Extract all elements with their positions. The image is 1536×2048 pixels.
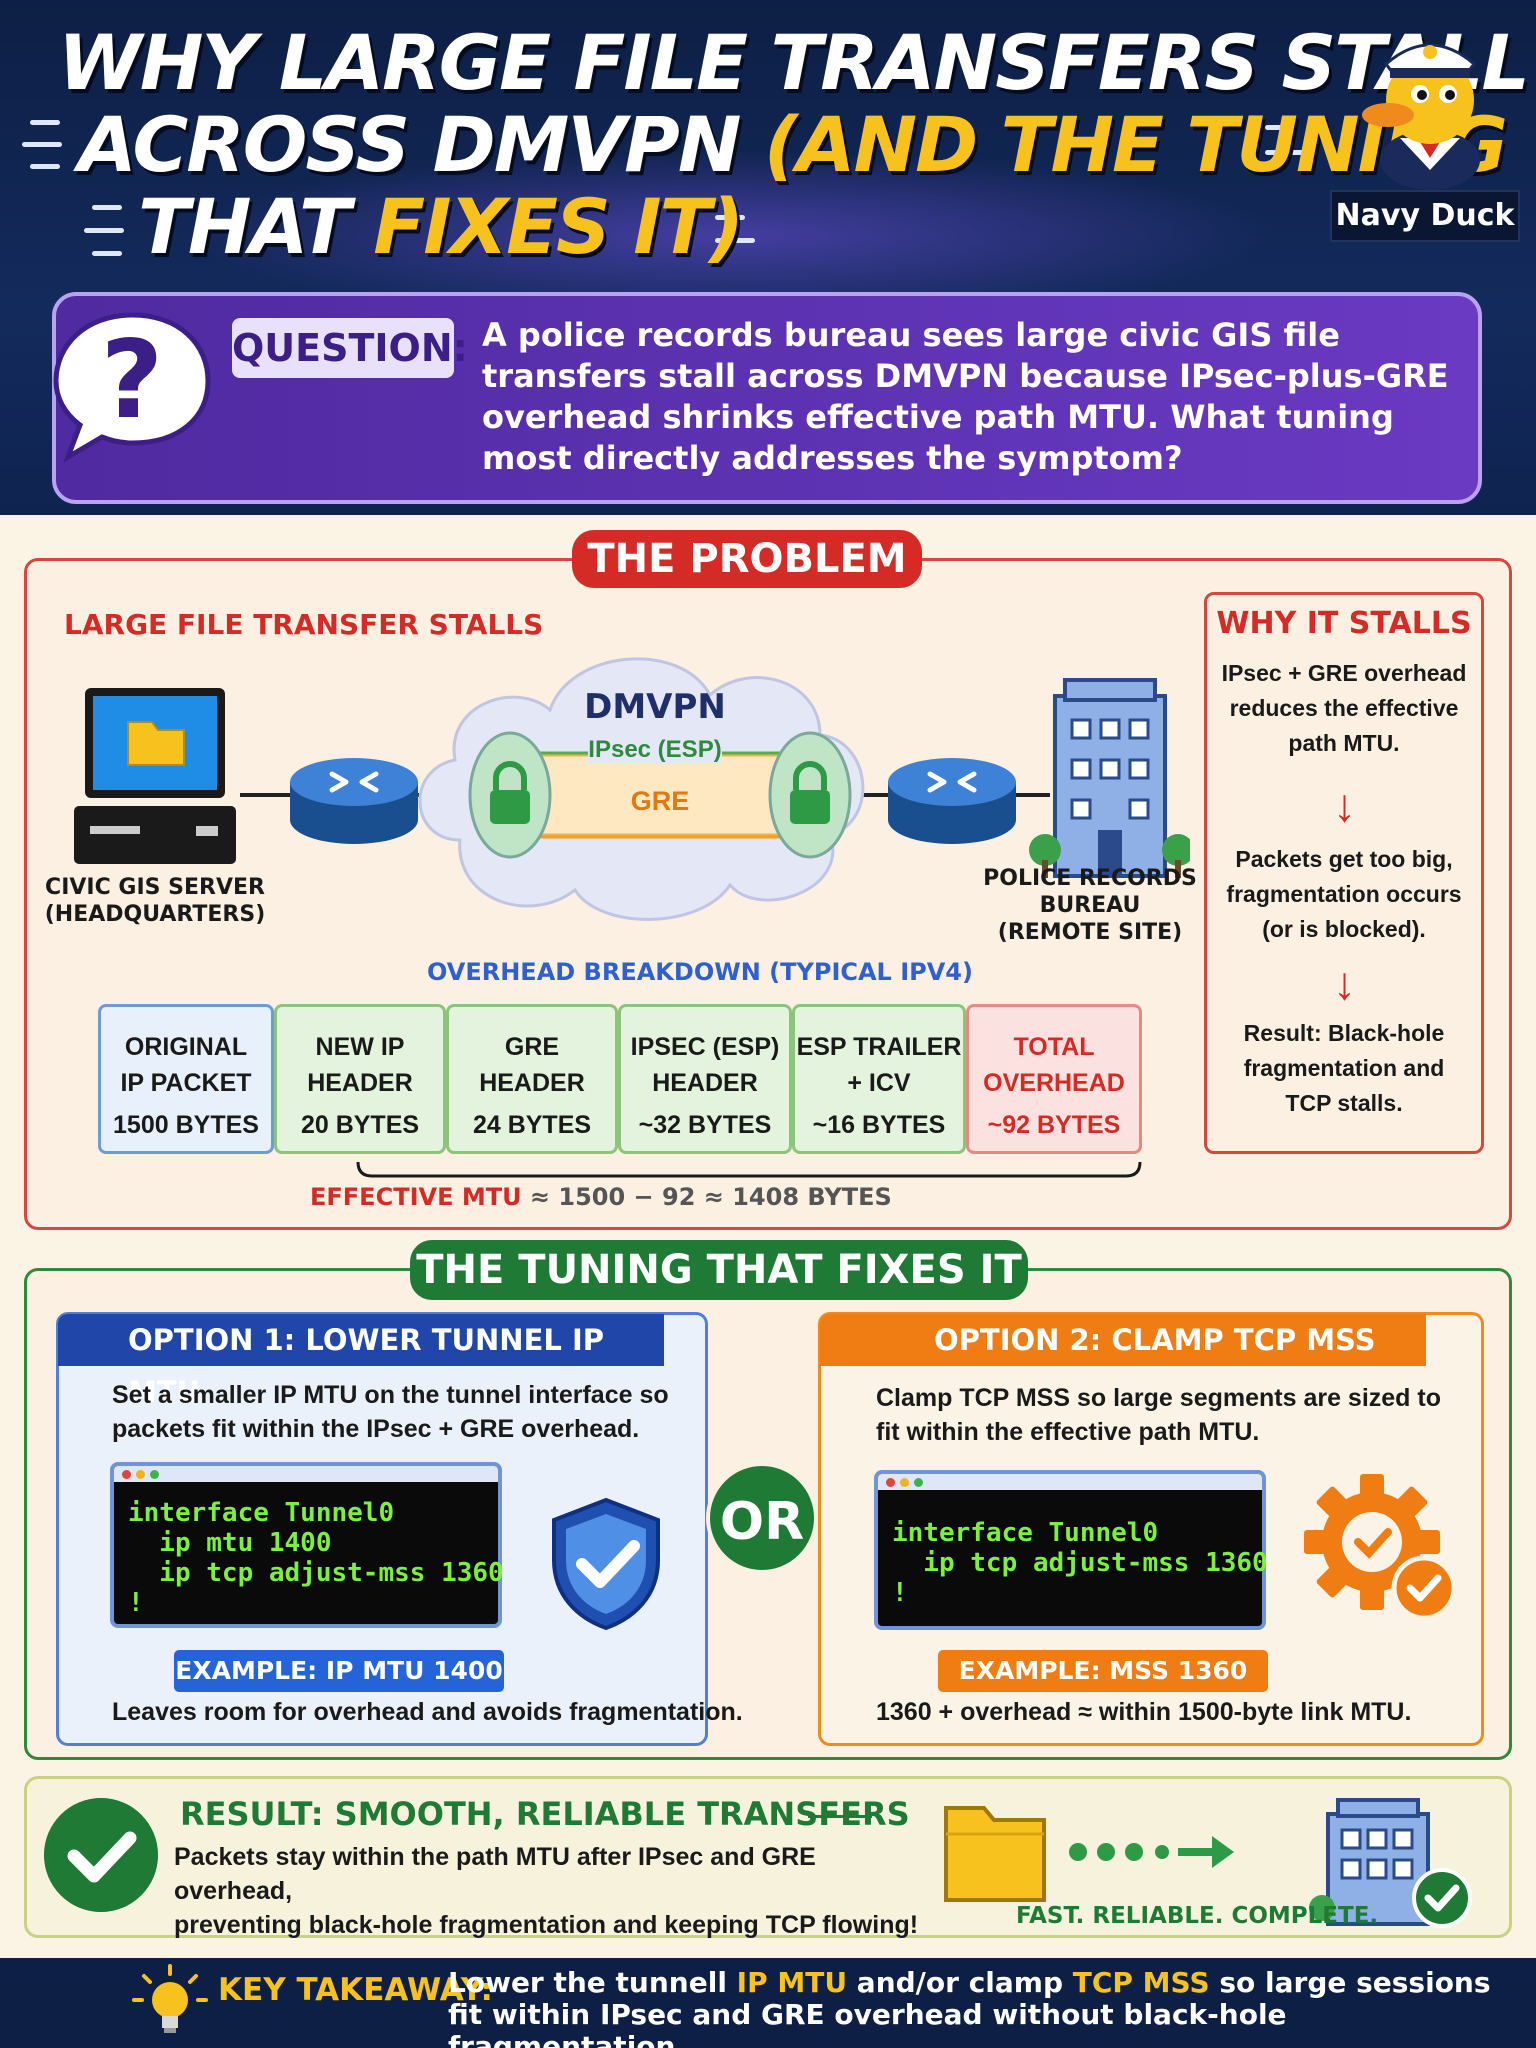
option2-terminal: interface Tunnel0 ip tcp adjust-mss 1360… bbox=[874, 1470, 1268, 1630]
option1-note: Leaves room for overhead and avoids frag… bbox=[112, 1698, 743, 1726]
folder-icon bbox=[944, 1806, 1046, 1902]
result-title-rule bbox=[808, 1815, 872, 1818]
dmvpn-network-diagram: DMVPN IPsec (ESP) GRE bbox=[74, 657, 1190, 921]
option2-desc: Clamp TCP MSS so large segments are size… bbox=[876, 1384, 1441, 1446]
transfer-success-illustration bbox=[944, 1798, 1472, 1928]
effective-mtu: EFFECTIVE MTU ≈ 1500 − 92 ≈ 1408 BYTES bbox=[310, 1183, 892, 1211]
result-title: RESULT: SMOOTH, RELIABLE TRANSFERS bbox=[180, 1795, 910, 1833]
overhead-bracket bbox=[356, 1161, 1142, 1178]
lock-icon-right bbox=[768, 731, 852, 859]
option1-code: interface Tunnel0 ip mtu 1400 ip tcp adj… bbox=[128, 1498, 504, 1618]
gear-check-icon bbox=[1304, 1474, 1457, 1621]
option2-code: interface Tunnel0 ip tcp adjust-mss 1360… bbox=[892, 1518, 1268, 1608]
option2-title: OPTION 2: CLAMP TCP MSS bbox=[820, 1314, 1426, 1366]
key-takeaway-bar bbox=[0, 1958, 1536, 2048]
gre-label: GRE bbox=[631, 786, 690, 816]
why-it-stalls-box bbox=[1204, 592, 1484, 1154]
overhead-title: OVERHEAD BREAKDOWN (TYPICAL IPV4) bbox=[427, 958, 973, 986]
option1-title: OPTION 1: LOWER TUNNEL IP MTU bbox=[58, 1314, 664, 1409]
question-text: A police records bureau sees large civic… bbox=[482, 316, 1449, 477]
key-takeaway-text: Lower the tunnell IP MTU and/or clamp TC… bbox=[448, 1966, 1491, 2048]
title-line-2: ACROSS DMVPN (AND THE TUNING bbox=[78, 100, 1508, 189]
shield-check-icon bbox=[552, 1497, 660, 1631]
ipsec-label: IPsec (ESP) bbox=[588, 736, 721, 763]
question-label: QUESTION: bbox=[232, 318, 468, 378]
arrow-down-icon: ↓ bbox=[1333, 779, 1356, 831]
lock-icon-left bbox=[468, 731, 552, 859]
cloud-label: DMVPN bbox=[584, 687, 726, 727]
stall-label: LARGE FILE TRANSFER STALLS bbox=[64, 608, 544, 641]
gis-server-icon bbox=[74, 688, 236, 864]
bureau-caption: POLICE RECORDS BUREAU (REMOTE SITE) bbox=[983, 866, 1197, 945]
police-bureau-building-icon bbox=[1029, 678, 1190, 878]
lightbulb-icon bbox=[132, 1964, 208, 2033]
why-step-2: Packets get too big,fragmentation occurs… bbox=[1226, 846, 1462, 942]
router-icon-left bbox=[290, 758, 418, 844]
why-title: WHY IT STALLS bbox=[1216, 606, 1472, 641]
mascot-name: Navy Duck bbox=[1330, 190, 1520, 242]
server-caption: CIVIC GIS SERVER (HEADQUARTERS) bbox=[44, 875, 266, 927]
overhead-cell-esp-trailer: ESP TRAILER+ ICV ~16 BYTES bbox=[792, 1004, 966, 1154]
check-circle-icon bbox=[44, 1798, 158, 1912]
option1-desc: Set a smaller IP MTU on the tunnel inter… bbox=[112, 1381, 669, 1443]
result-section bbox=[24, 1776, 1512, 1938]
arrow-down-icon: ↓ bbox=[1333, 957, 1356, 1009]
problem-badge: THE PROBLEM bbox=[572, 530, 922, 588]
result-text: Packets stay within the path MTU after I… bbox=[174, 1843, 919, 1939]
title-line-1: WHY LARGE FILE TRANSFERS STALL bbox=[58, 18, 1530, 107]
svg-text:?: ? bbox=[101, 318, 164, 443]
router-icon-right bbox=[888, 758, 1016, 844]
result-tagline: FAST. RELIABLE. COMPLETE. bbox=[1016, 1903, 1379, 1929]
or-badge: OR bbox=[706, 1462, 818, 1574]
option1-example: EXAMPLE: IP MTU 1400 bbox=[174, 1650, 504, 1692]
option2-example: EXAMPLE: MSS 1360 bbox=[938, 1650, 1268, 1692]
question-mark-icon: ? bbox=[53, 312, 211, 463]
building-icon bbox=[1309, 1798, 1430, 1926]
navy-duck-mascot-icon bbox=[1362, 43, 1480, 190]
key-takeaway-label: KEY TAKEAWAY: bbox=[218, 1972, 493, 2008]
title-line-3: THAT FIXES IT) bbox=[138, 182, 744, 271]
overhead-cell-ipsec: IPSEC (ESP)HEADER ~32 BYTES bbox=[618, 1004, 792, 1154]
tuning-badge: THE TUNING THAT FIXES IT bbox=[410, 1240, 1028, 1300]
option1-terminal: interface Tunnel0 ip mtu 1400 ip tcp adj… bbox=[110, 1462, 504, 1628]
option2-note: 1360 + overhead ≈ within 1500-byte link … bbox=[876, 1698, 1412, 1726]
